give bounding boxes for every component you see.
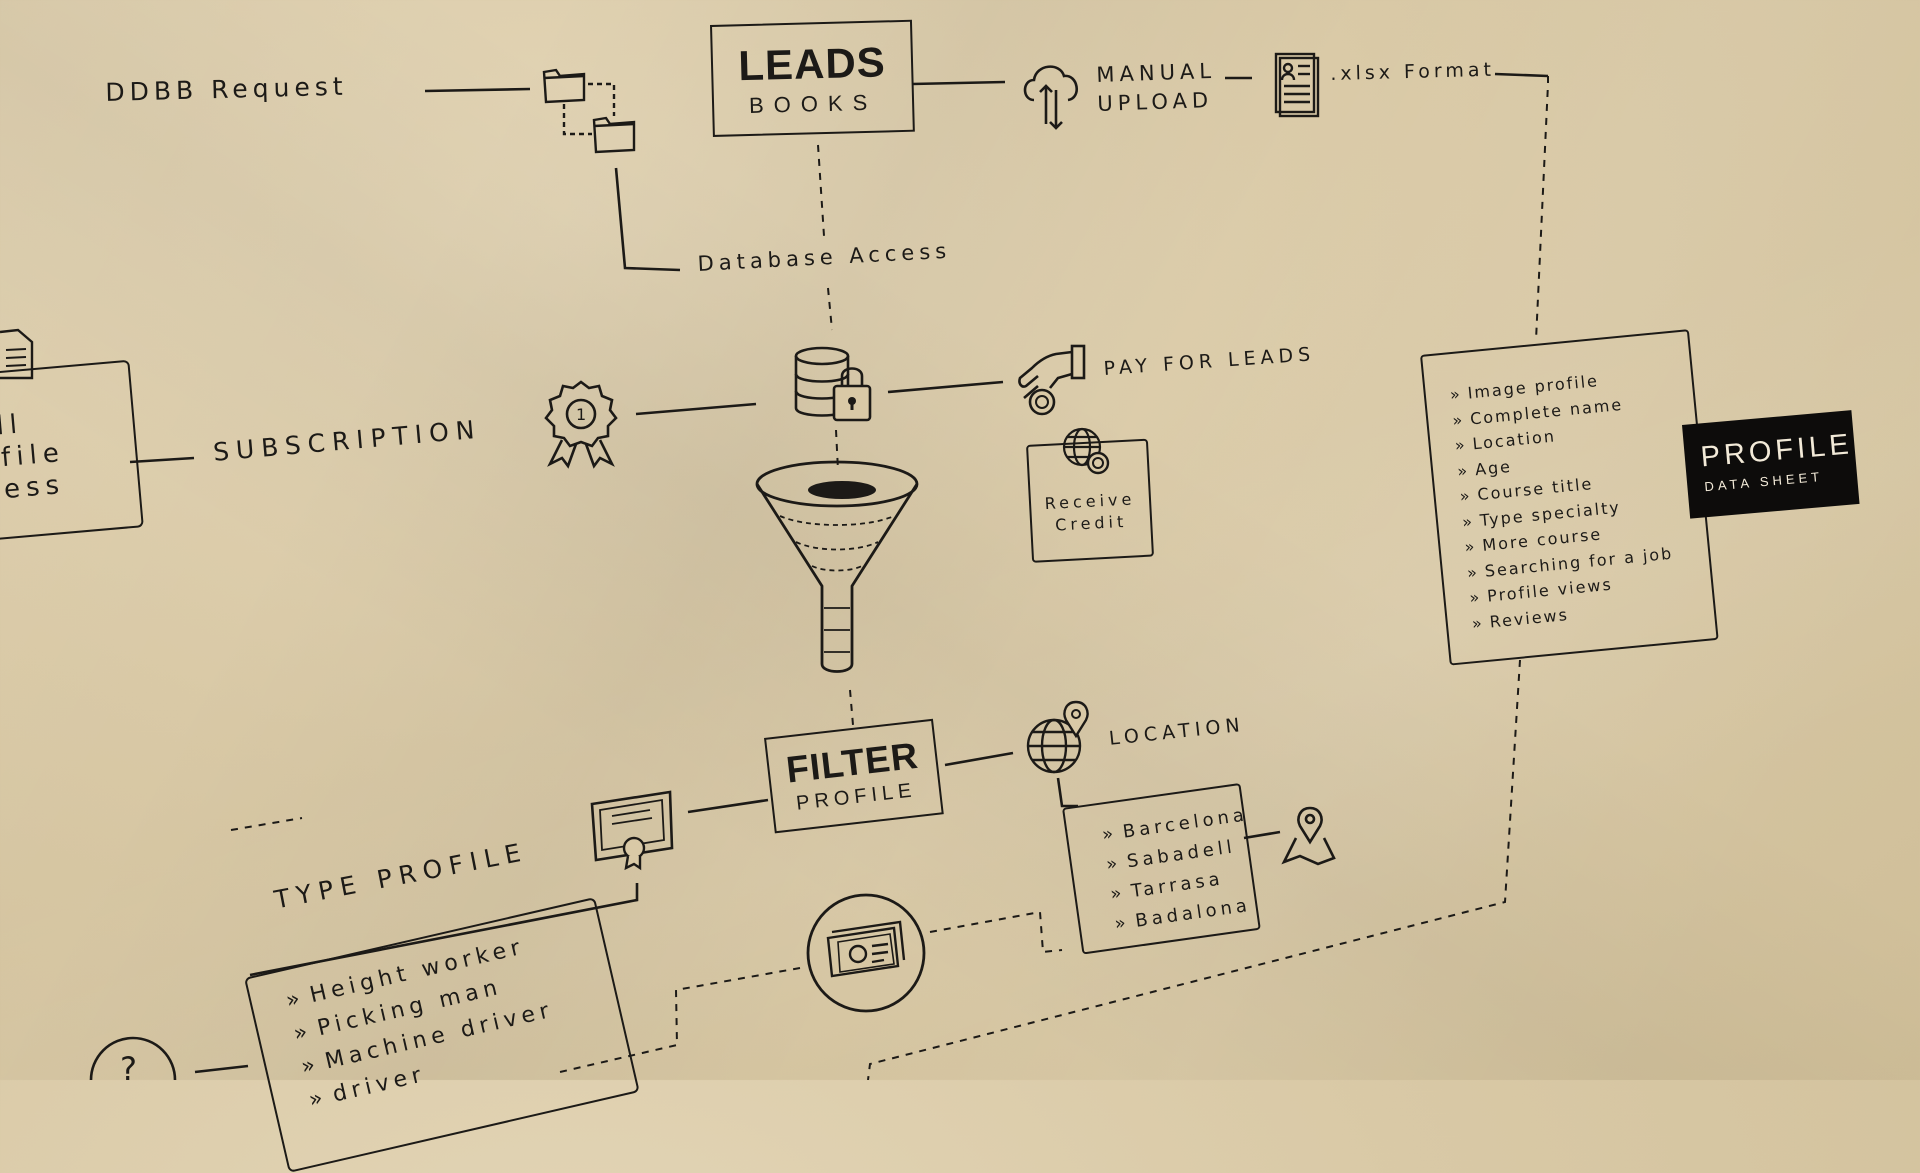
bottom-node-circle bbox=[89, 1036, 177, 1080]
left-document-icon bbox=[0, 328, 34, 384]
connector-subscription-database bbox=[635, 402, 757, 416]
connector-type-filter bbox=[687, 798, 769, 814]
connector-id-locations bbox=[929, 910, 1063, 954]
globe-pin-icon[interactable] bbox=[1026, 700, 1096, 780]
connector-location-list bbox=[1056, 777, 1078, 808]
leads-books-box[interactable]: LEADS BOOKS bbox=[710, 19, 915, 137]
location-list: Barcelona Sabadell Tarrasa Badalona bbox=[1100, 800, 1262, 939]
left-box-line-3: ess bbox=[2, 469, 67, 506]
receive-credit-line-1: Receive bbox=[1044, 489, 1136, 514]
connector-leads-upload bbox=[911, 80, 1006, 86]
connector-folder-database-access bbox=[614, 167, 681, 272]
id-card-icon[interactable] bbox=[804, 893, 928, 1014]
connector-id-types bbox=[559, 967, 801, 1073]
connector-certificate-types bbox=[249, 883, 639, 977]
map-pin-icon[interactable] bbox=[1280, 804, 1338, 872]
receive-credit-line-2: Credit bbox=[1054, 511, 1128, 535]
connector-funnel-filter bbox=[849, 689, 854, 726]
locations-box[interactable]: Barcelona Sabadell Tarrasa Badalona bbox=[1062, 782, 1262, 955]
xlsx-format-label: .xlsx Format bbox=[1330, 58, 1496, 85]
manual-upload-label-2: UPLOAD bbox=[1097, 87, 1214, 116]
hand-coin-icon[interactable] bbox=[1016, 344, 1088, 422]
profile-tag-subtitle: DATA SHEET bbox=[1703, 468, 1824, 495]
folder-icon[interactable] bbox=[540, 62, 640, 166]
manual-upload-label-1: MANUAL bbox=[1096, 58, 1217, 87]
document-icon[interactable] bbox=[1272, 52, 1320, 120]
profile-data-sheet-tag[interactable]: PROFILE DATA SHEET bbox=[1682, 410, 1860, 519]
connector-xlsx-profile bbox=[1535, 76, 1549, 341]
profile-field-list: Image profile Complete name Location Age… bbox=[1449, 363, 1679, 637]
filter-profile-box[interactable]: FILTER PROFILE bbox=[764, 718, 944, 834]
profile-tag-title: PROFILE bbox=[1699, 428, 1854, 474]
cloud-upload-icon[interactable] bbox=[1020, 58, 1082, 134]
leads-subtitle: BOOKS bbox=[748, 89, 878, 119]
connector-ddbb-folder bbox=[424, 87, 531, 93]
left-access-box[interactable]: ll file ess bbox=[0, 359, 144, 546]
left-box-line-1: ll bbox=[0, 409, 25, 442]
leads-title: LEADS bbox=[737, 38, 887, 90]
svg-text:1: 1 bbox=[576, 405, 586, 424]
funnel-icon[interactable] bbox=[752, 458, 922, 682]
globe-coin-icon bbox=[1060, 425, 1112, 481]
database-lock-icon[interactable] bbox=[792, 346, 874, 430]
connector-leftbox-subscription bbox=[129, 456, 195, 464]
connector-bottom-node bbox=[194, 1064, 249, 1074]
connector-leads-database-access bbox=[817, 144, 825, 237]
award-badge-icon[interactable]: 1 bbox=[536, 378, 626, 472]
connector-xlsx-tail bbox=[1494, 72, 1549, 78]
bottom-node-digit: ? bbox=[120, 1050, 137, 1080]
connector-filter-location bbox=[944, 751, 1014, 767]
left-box-line-2: file bbox=[0, 437, 66, 474]
profile-fields-box[interactable]: Image profile Complete name Location Age… bbox=[1420, 329, 1719, 666]
connector-access-database bbox=[827, 287, 833, 331]
connector-left-dash bbox=[230, 817, 303, 831]
certificate-icon[interactable] bbox=[590, 790, 676, 874]
connector-database-pay bbox=[887, 380, 1004, 394]
